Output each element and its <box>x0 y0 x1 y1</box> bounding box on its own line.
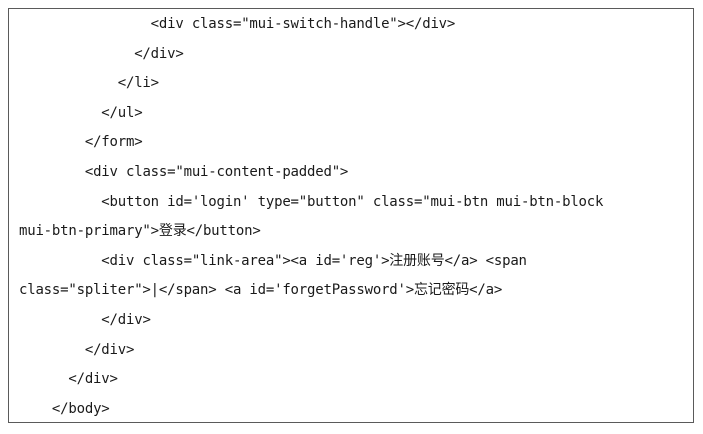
code-line: </div> <box>134 46 184 62</box>
code-line: </div> <box>68 371 118 387</box>
code-line: </ul> <box>101 105 143 121</box>
code-line: class="spliter">|</span> <a id='forgetPa… <box>19 282 503 298</box>
code-line: </form> <box>84 134 143 150</box>
code-line: </div> <box>101 312 151 328</box>
code-line: <div class="link-area"><a id='reg'>注册账号<… <box>101 253 527 269</box>
code-line: <div class="mui-content-padded"> <box>84 164 349 180</box>
code-line: mui-btn-primary">登录</button> <box>19 223 261 239</box>
code-line: </div> <box>84 342 135 358</box>
code-line: <div class="mui-switch-handle"></div> <box>150 16 456 32</box>
code-listing-frame: <div class="mui-switch-handle"></div> </… <box>8 8 694 423</box>
code-line: </li> <box>117 75 159 91</box>
code-line: <button id='login' type="button" class="… <box>101 194 604 210</box>
code-line: </body> <box>51 401 110 417</box>
